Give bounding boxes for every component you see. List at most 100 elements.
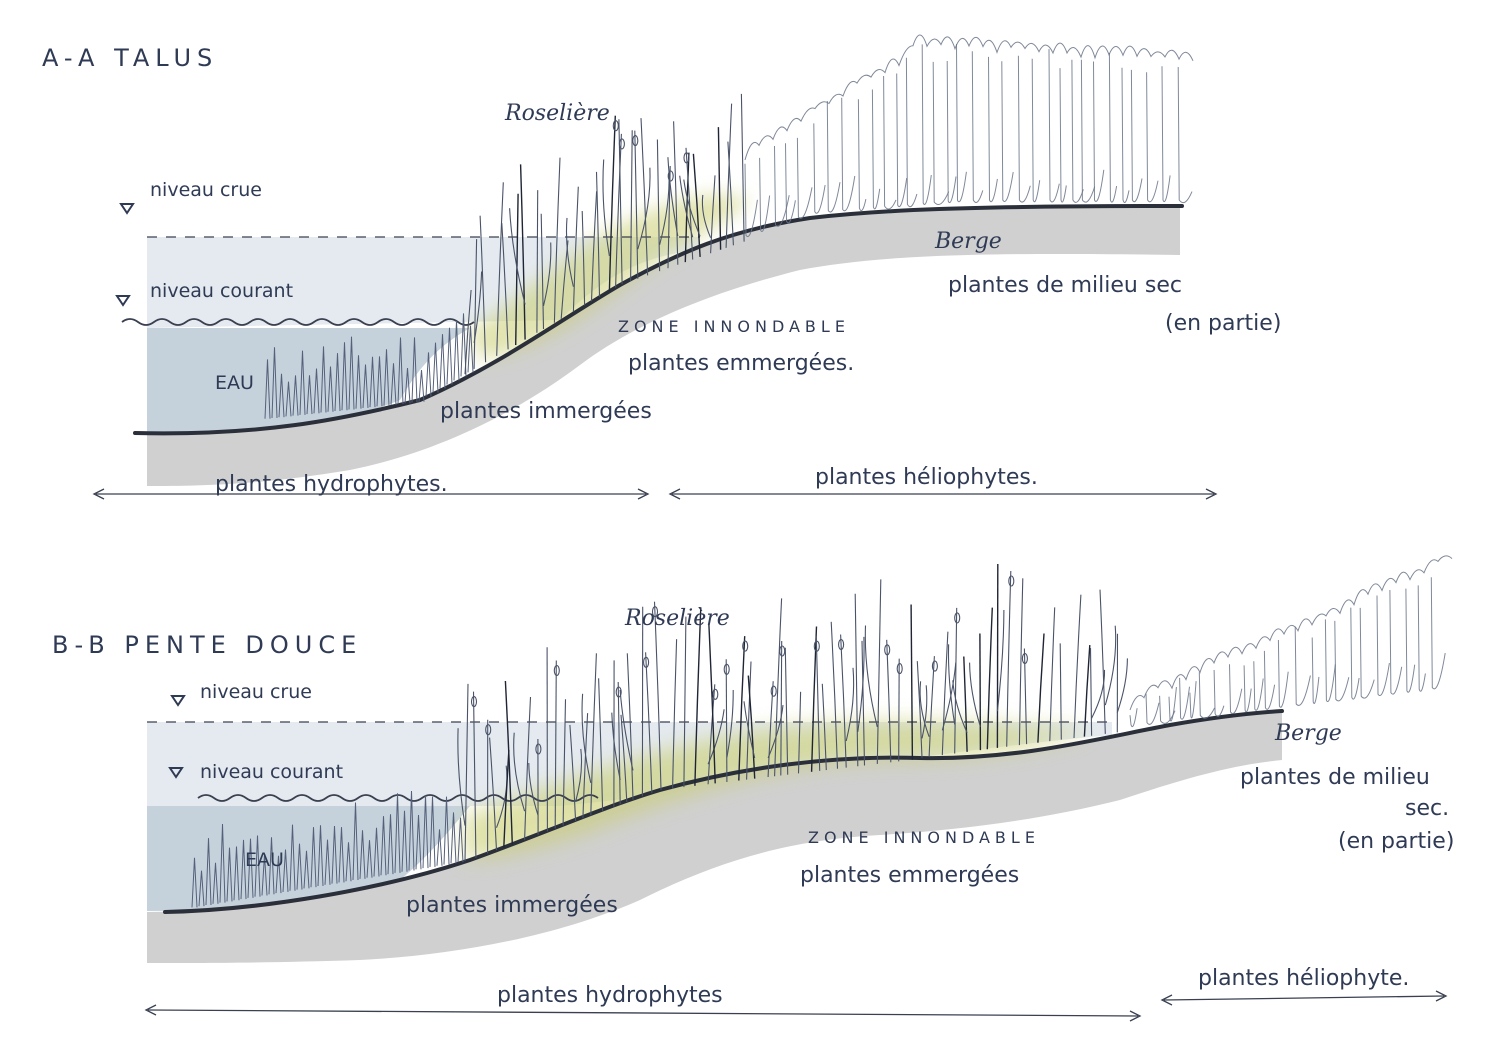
- reed-stem: [830, 621, 839, 769]
- reed-stem: [489, 737, 498, 851]
- section-a-current-level-label: niveau courant: [150, 280, 293, 302]
- reed-stem: [479, 215, 487, 363]
- reed-leaf: [667, 157, 679, 237]
- section-b-ground-line: [163, 709, 1284, 914]
- dry-plant-stroke: [1017, 55, 1031, 203]
- reed-stem: [1073, 594, 1082, 738]
- section-b-berge-label: Berge: [1274, 721, 1342, 746]
- dry-plant-stroke: [921, 44, 932, 205]
- reed-stem: [572, 186, 579, 312]
- reed-stem: [708, 624, 716, 784]
- section-a-emergent-plants-label: plantes emmergées.: [628, 351, 854, 376]
- section-a-ground-line: [133, 204, 1184, 436]
- section-a-submerged-plants: [264, 313, 474, 419]
- reed-stem: [626, 653, 634, 800]
- reed-stem: [496, 182, 504, 356]
- reed-stem: [685, 147, 694, 260]
- dry-plant-stroke: [1213, 669, 1225, 717]
- reed-stem: [524, 696, 532, 840]
- dry-plant-stroke: [1189, 681, 1197, 719]
- dry-plant-stroke: [1168, 686, 1177, 722]
- section-b-water-label: EAU: [245, 849, 284, 871]
- reed-stem: [1099, 589, 1106, 734]
- reed-leaf: [565, 217, 574, 287]
- reed-stem: [598, 678, 604, 811]
- reed-stem: [562, 699, 567, 826]
- section-b-flood-level-label: niveau crue: [200, 681, 312, 703]
- reed-stem: [620, 714, 628, 803]
- reed-seed-head: [618, 138, 625, 150]
- reed-stem: [740, 93, 745, 242]
- reed-stem: [861, 640, 866, 766]
- dry-plant-stroke: [1430, 577, 1446, 690]
- dry-plant-stroke: [1417, 585, 1426, 692]
- dry-plant-stroke: [1001, 61, 1014, 202]
- reed-stem: [821, 683, 827, 771]
- reed-stem: [954, 607, 958, 754]
- reed-leaf: [952, 680, 968, 734]
- reed-stem: [684, 152, 690, 263]
- section-a-heliophytes-label: plantes héliophytes.: [815, 465, 1038, 490]
- reed-stem: [910, 604, 914, 760]
- reed-seed-head: [770, 685, 777, 697]
- submerged-plant-strokes: [264, 313, 474, 419]
- dry-plant-stroke: [1177, 66, 1193, 204]
- reed-stem: [886, 639, 892, 763]
- reed-stem: [569, 724, 577, 821]
- dry-plant-stroke: [1161, 66, 1171, 202]
- reed-stem: [1018, 578, 1024, 746]
- dry-plant-stroke: [1080, 59, 1096, 203]
- reed-leaf: [509, 208, 526, 305]
- dry-plant-stroke: [759, 157, 771, 232]
- reed-stem: [653, 601, 662, 790]
- section-a-current-level-line: [121, 318, 475, 326]
- reed-seed-head: [632, 135, 639, 147]
- dry-plant-stroke: [857, 99, 867, 212]
- reed-stem: [979, 633, 982, 751]
- reed-stem: [774, 598, 783, 777]
- dry-plant-stroke: [1048, 49, 1060, 203]
- reed-stem: [767, 681, 774, 778]
- reed-stem: [725, 659, 728, 782]
- reed-stem: [581, 210, 586, 306]
- reed-leaf: [1091, 669, 1106, 719]
- dry-plant-stroke: [774, 145, 790, 227]
- reed-stem: [645, 652, 653, 793]
- reed-seed-head: [896, 663, 903, 675]
- section-a-flood-marker-icon: [119, 203, 135, 215]
- section-a-talus: A-A TALUS Roselière niveau crue niveau c…: [42, 34, 1281, 500]
- reed-stem: [738, 636, 746, 781]
- reed-stem: [710, 175, 716, 254]
- reed-stem: [683, 616, 687, 788]
- reed-stem: [536, 190, 539, 333]
- reed-stem: [928, 656, 935, 757]
- reed-leaf: [767, 705, 784, 759]
- submerged-plant-strokes: [191, 791, 464, 908]
- dry-canopy-outline: [744, 34, 1194, 161]
- reed-leaf: [581, 693, 592, 784]
- reed-stem: [725, 103, 733, 248]
- section-b-hydrophytes-label: plantes hydrophytes: [497, 983, 723, 1008]
- reed-leaf: [996, 609, 1005, 712]
- dry-plant-stroke: [1311, 637, 1320, 704]
- reed-leaf: [457, 728, 466, 826]
- reed-stem: [746, 661, 752, 780]
- section-a-hydrophytes-extent-arrow: [92, 488, 650, 500]
- section-b-flood-marker-icon: [170, 695, 186, 707]
- reed-leaf: [683, 179, 701, 237]
- reed-leaf: [513, 732, 526, 812]
- reed-leaf: [473, 271, 483, 343]
- reed-leaf: [528, 762, 539, 816]
- section-a-soil: [147, 206, 1180, 486]
- section-b-heliophytes-label: plantes héliophyte.: [1198, 966, 1409, 991]
- reed-stem: [503, 750, 510, 848]
- section-b-submerged-plants: [191, 791, 464, 908]
- reed-seed-head: [742, 640, 749, 652]
- dry-plant-stroke: [956, 43, 967, 203]
- reed-leaf: [575, 748, 583, 802]
- section-a-flood-zone-label: ZONE INNONDABLE: [618, 317, 850, 336]
- reed-leaf: [726, 689, 734, 758]
- section-b-dry-plants-label-cont: sec.: [1405, 796, 1449, 821]
- section-a-title: A-A TALUS: [42, 44, 218, 72]
